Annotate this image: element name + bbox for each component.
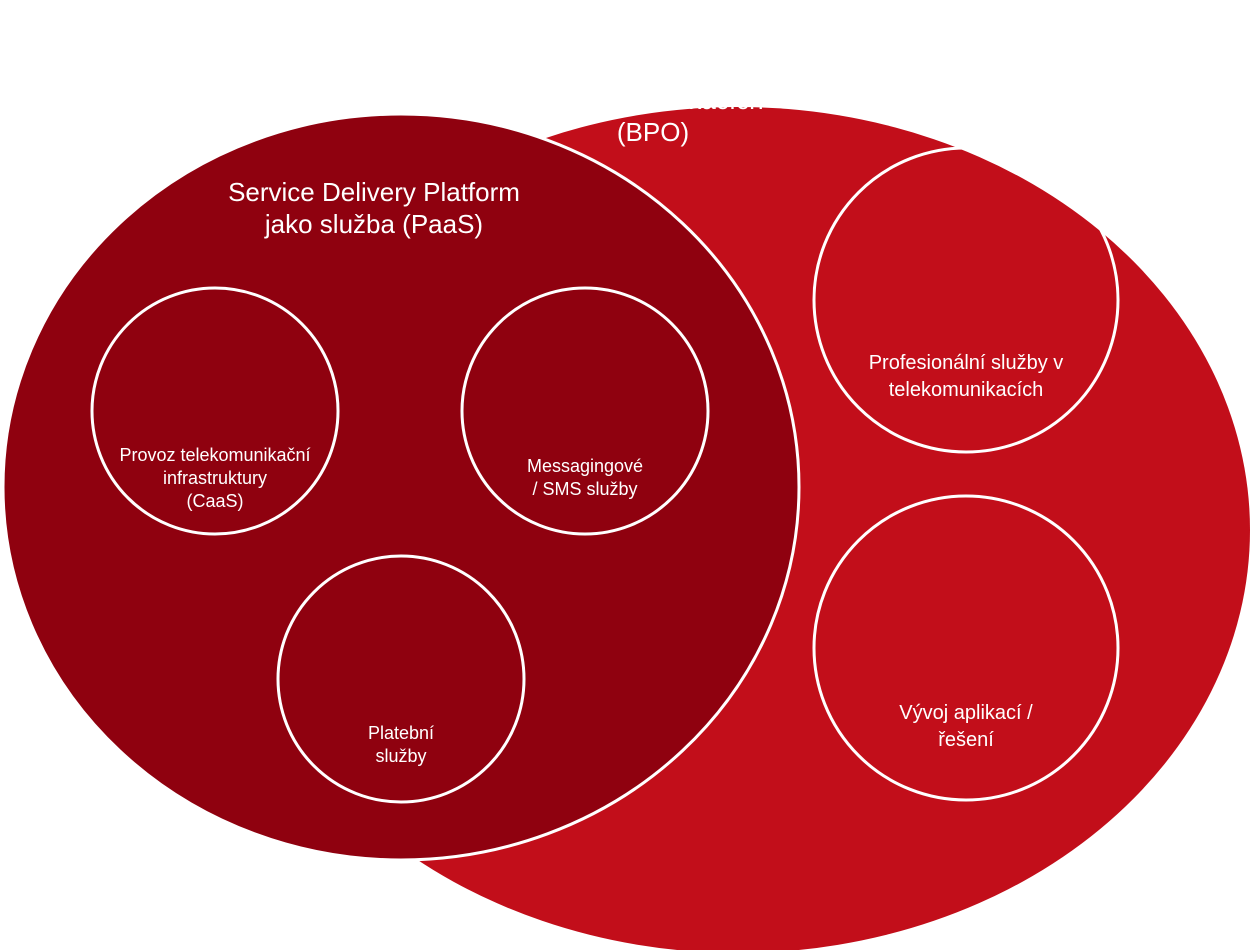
paas-label-line-2: jako služba (PaaS) (264, 209, 484, 239)
bpo-label-line-2: v telekomunikacích (542, 85, 764, 115)
development-label: Vývoj aplikací / řešení (856, 700, 1076, 754)
payments-label-line-1: Platební (367, 723, 435, 743)
payments-circle (276, 554, 526, 804)
bpo-label: Business Process Outsourcing v telekomun… (453, 52, 853, 148)
professional-circle (812, 146, 1120, 454)
caas-label: Provoz telekomunikační infrastruktury (C… (100, 444, 330, 513)
development-circle (812, 494, 1120, 802)
caas-label-line-3: (CaaS) (186, 491, 244, 511)
professional-label-line-1: Profesionální služby v (868, 352, 1064, 374)
messaging-circle (460, 286, 710, 536)
paas-label-line-1: Service Delivery Platform (228, 177, 520, 207)
messaging-label-line-1: Messagingové (526, 456, 644, 476)
development-label-line-2: řešení (938, 729, 994, 751)
professional-label-line-2: telekomunikacích (888, 379, 1044, 401)
payments-label-line-2: služby (375, 746, 427, 766)
payments-label: Platební služby (301, 722, 501, 768)
messaging-label-line-2: / SMS služby (532, 479, 638, 499)
caas-label-line-2: infrastruktury (162, 468, 268, 488)
professional-label: Profesionální služby v telekomunikacích (836, 350, 1096, 404)
paas-label: Service Delivery Platform jako služba (P… (194, 176, 554, 240)
messaging-label: Messagingové / SMS služby (483, 455, 687, 501)
caas-circle (90, 286, 340, 536)
bpo-label-line-1: Business Process Outsourcing (475, 53, 831, 83)
paas-ellipse (1, 112, 801, 862)
development-label-line-1: Vývoj aplikací / (899, 702, 1033, 724)
caas-label-line-1: Provoz telekomunikační (119, 445, 311, 465)
bpo-label-line-3: (BPO) (616, 117, 690, 147)
